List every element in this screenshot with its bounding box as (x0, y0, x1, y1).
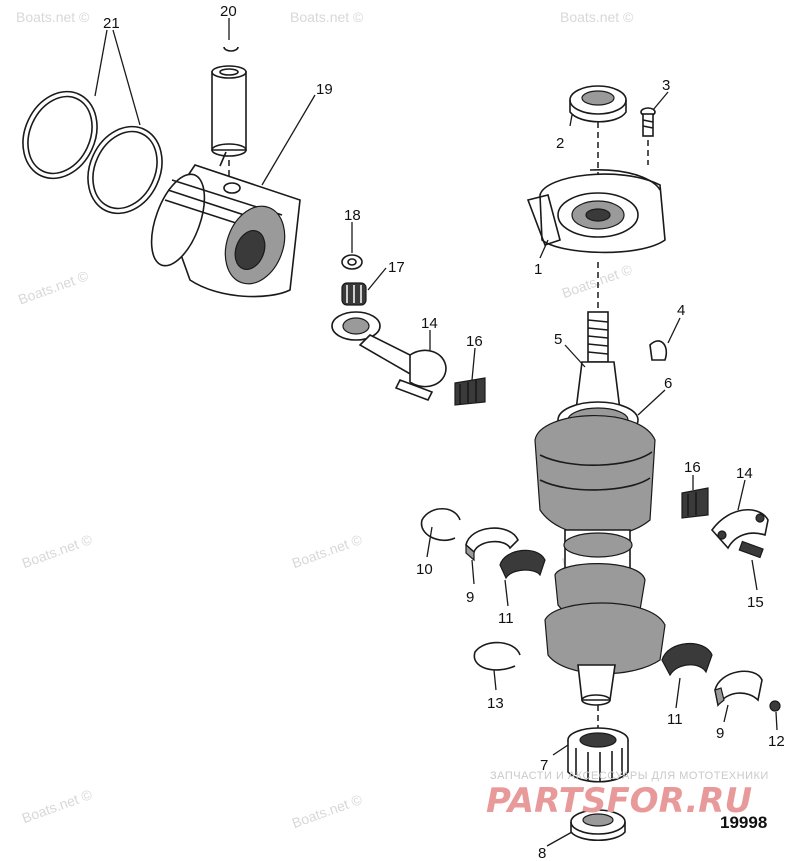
callout-label: 11 (498, 610, 514, 627)
callout-label: 17 (388, 259, 405, 276)
callout-label: 2 (556, 135, 564, 152)
dealer-logo: PARTSFOR.RU (486, 781, 752, 821)
callout-labels: 21 20 19 18 17 14 16 2 3 1 4 5 6 16 14 1… (103, 3, 785, 861)
callout-label: 19 (316, 81, 333, 98)
dealer-caption: ЗАПЧАСТИ И АКСЕССУАРЫ ДЛЯ МОТОТЕХНИКИ (490, 770, 769, 782)
watermark: Boats.net © (290, 9, 364, 25)
roller-bearing (499, 549, 546, 580)
callout-label: 10 (416, 561, 433, 578)
watermark: Boats.net © (20, 531, 95, 571)
callout-label: 16 (684, 459, 701, 476)
callout-label: 16 (466, 333, 483, 350)
watermark: Boats.net © (20, 786, 95, 826)
callout-label: 15 (747, 594, 764, 611)
piston (150, 164, 301, 298)
screw (640, 107, 656, 165)
callout-label: 13 (487, 695, 504, 712)
watermark-layer: Boats.net © Boats.net © Boats.net © Boat… (16, 9, 635, 831)
callout-label: 9 (716, 725, 724, 742)
callout-label: 1 (534, 261, 542, 278)
watermark: Boats.net © (560, 9, 634, 25)
rod-bearing (454, 377, 486, 406)
bearing-race (465, 527, 519, 562)
lower-seal (570, 809, 626, 841)
woodruff-key (649, 340, 668, 361)
callout-label: 12 (768, 733, 785, 750)
watermark: Boats.net © (560, 261, 635, 301)
roller-bearing (661, 642, 713, 677)
screw (769, 700, 781, 712)
connecting-rod-cap (710, 508, 769, 550)
lower-roller-bearing (567, 727, 629, 783)
piston-rings (22, 90, 163, 215)
callout-label: 11 (667, 711, 683, 728)
callout-label: 4 (677, 302, 685, 319)
watermark: Boats.net © (290, 531, 365, 571)
callout-label: 5 (554, 331, 562, 348)
wrist-pin-and-clip (211, 46, 247, 185)
callout-label: 18 (344, 207, 361, 224)
callout-label: 8 (538, 845, 546, 861)
retaining-ring (420, 507, 461, 542)
bearing-race (714, 670, 763, 708)
callout-label: 14 (421, 315, 438, 332)
callout-label: 6 (664, 375, 672, 392)
callout-label: 3 (662, 77, 670, 94)
upper-seal (569, 85, 627, 123)
callout-label: 7 (540, 757, 548, 774)
callout-label: 21 (103, 15, 120, 32)
diagram-reference-number: 19998 (720, 813, 767, 832)
small-end-bearing-and-washer (341, 254, 367, 306)
watermark: Boats.net © (16, 267, 91, 307)
upper-bearing-housing (526, 169, 666, 254)
rod-bearing (681, 487, 709, 519)
leader-lines (94, 18, 778, 847)
crankshaft (534, 311, 666, 730)
callout-label: 9 (466, 589, 474, 606)
rod-bolt (738, 540, 764, 559)
connecting-rod (331, 311, 447, 402)
retaining-ring (473, 641, 521, 671)
callout-label: 20 (220, 3, 237, 20)
callout-label: 14 (736, 465, 753, 482)
watermark: Boats.net © (290, 791, 365, 831)
watermark: Boats.net © (16, 9, 90, 25)
